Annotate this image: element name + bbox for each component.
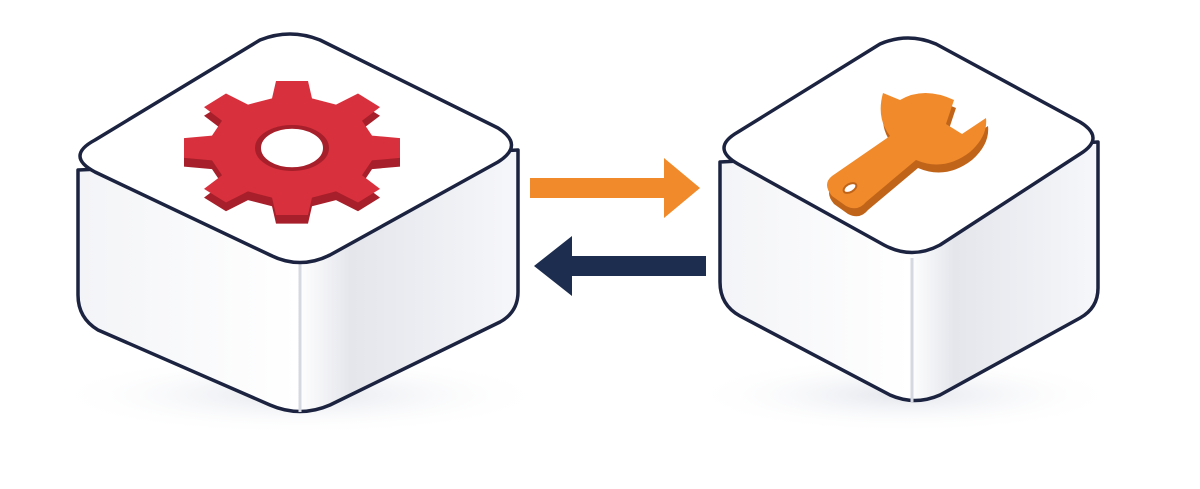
- left-block: [50, 32, 550, 435]
- right-block: [690, 36, 1120, 433]
- wrench-icon: [827, 93, 989, 217]
- arrow-left-to-right: [530, 158, 700, 218]
- gear-icon: [184, 81, 400, 224]
- arrow-right-to-left: [534, 236, 706, 296]
